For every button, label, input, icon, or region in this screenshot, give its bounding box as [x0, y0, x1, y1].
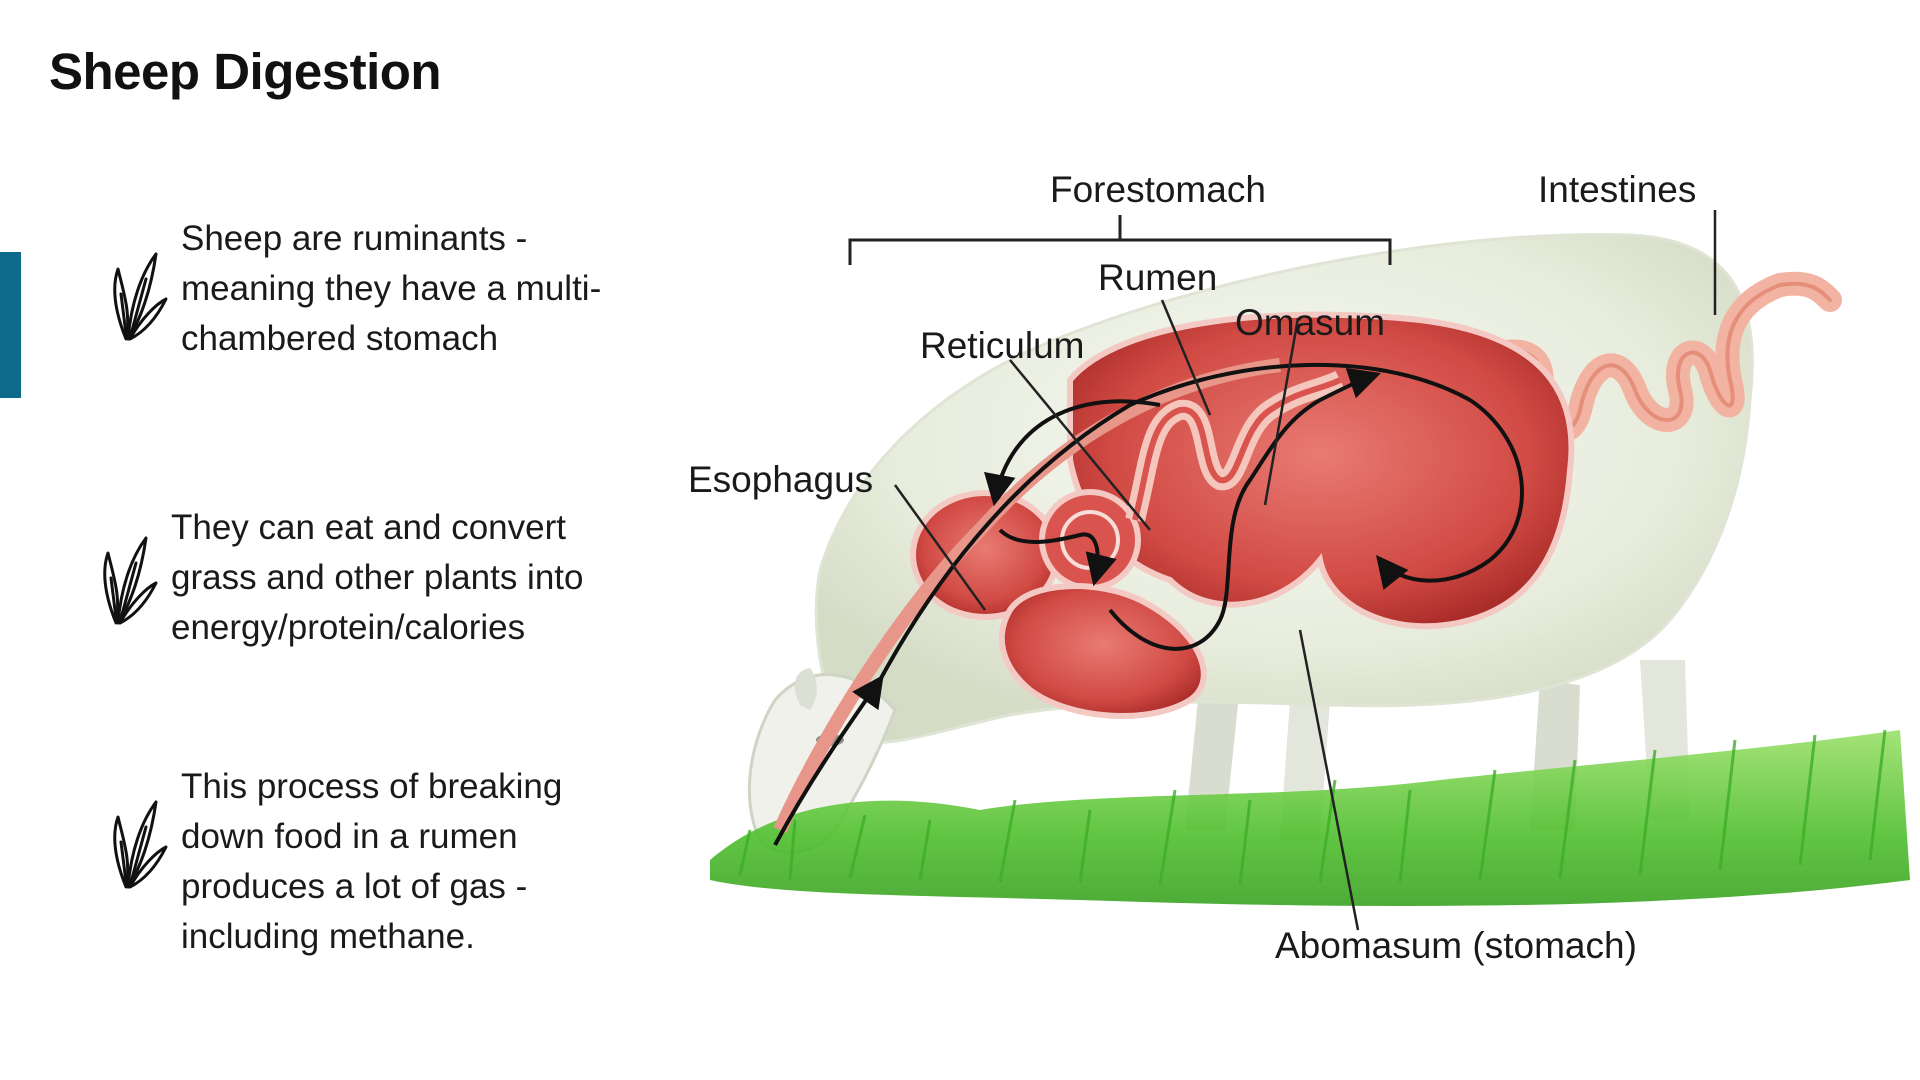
- digestion-flow-arrows: [773, 363, 1524, 846]
- label-intestines: Intestines: [1538, 169, 1696, 210]
- diagram-svg: Forestomach Intestines Rumen Omasum Reti…: [688, 169, 1910, 966]
- bullet-text: Sheep are ruminants - meaning they have …: [181, 219, 602, 358]
- grass-blade-icon: [103, 536, 158, 625]
- stomach-illustration: [910, 311, 1575, 720]
- forestomach-bracket: [848, 215, 1392, 265]
- label-reticulum: Reticulum: [920, 325, 1085, 366]
- label-abomasum: Abomasum (stomach): [1275, 925, 1637, 966]
- leader-lines: [893, 210, 1717, 931]
- grass-blade-icon: [113, 252, 168, 341]
- bullet-text: They can eat and convert grass and other…: [171, 508, 584, 647]
- grass-illustration: [710, 729, 1910, 906]
- accent-bar: [0, 252, 21, 398]
- label-rumen: Rumen: [1098, 257, 1217, 298]
- label-forestomach: Forestomach: [1050, 169, 1266, 210]
- bullet-item: They can eat and convert grass and other…: [96, 503, 656, 653]
- bullet-text: This process of breaking down food in a …: [181, 767, 563, 956]
- label-omasum: Omasum: [1235, 302, 1385, 343]
- grass-blade-icon: [113, 800, 168, 889]
- bullet-item: This process of breaking down food in a …: [96, 762, 656, 962]
- page-title: Sheep Digestion: [49, 43, 442, 100]
- bullet-item: Sheep are ruminants - meaning they have …: [96, 214, 656, 364]
- sheep-digestion-diagram: Forestomach Intestines Rumen Omasum Reti…: [680, 140, 1920, 980]
- label-esophagus: Esophagus: [688, 459, 873, 500]
